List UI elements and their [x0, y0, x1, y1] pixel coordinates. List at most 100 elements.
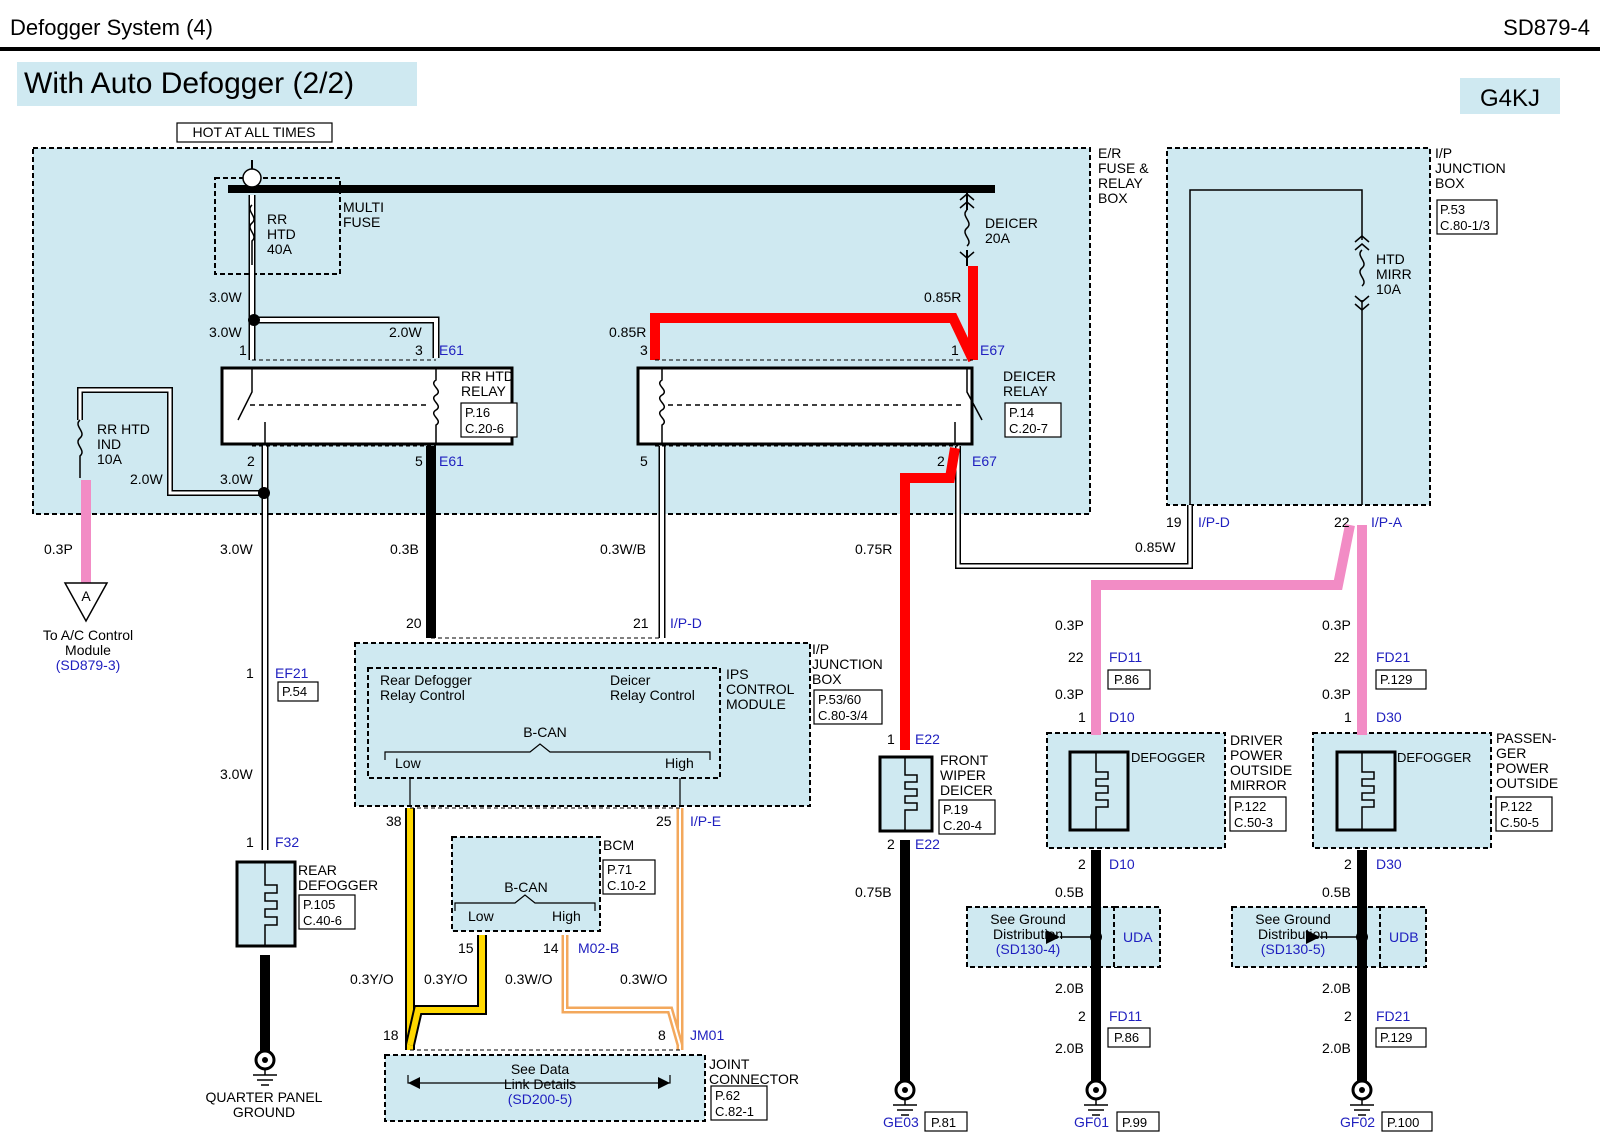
ground-dist-a-label: Distribution [993, 926, 1063, 942]
er-box-label: RELAY [1098, 175, 1144, 191]
joint-connector-box [384, 1054, 706, 1122]
pin-label: 1 [239, 342, 247, 358]
wire-label: 3.0W [209, 289, 242, 305]
ground-dist-a-label: See Ground [990, 911, 1066, 927]
ref-rear-defogger [298, 894, 356, 930]
ref-ips [813, 689, 883, 725]
wire-label: 0.85R [924, 289, 961, 305]
pin-label: 1 [951, 342, 959, 358]
connector-label: E22 [915, 836, 940, 852]
wire-label: 0.3W/O [620, 971, 668, 987]
passenger-mirror-label: PASSEN- [1496, 730, 1557, 746]
passenger-mirror-ref: P.122 [1500, 799, 1532, 814]
splice-rr-ind [258, 487, 270, 499]
ips-control-module [367, 667, 721, 779]
ips-module-label: CONTROL [726, 681, 795, 697]
er-box-label: BOX [1098, 190, 1128, 206]
ips-low-label: Low [395, 755, 422, 771]
passenger-mirror-label: POWER [1496, 760, 1549, 776]
connector-tie-lines [252, 359, 973, 1051]
wires [77, 160, 1367, 1090]
rear-defogger-ref: P.105 [303, 897, 335, 912]
joint-see-label: Link Details [504, 1076, 576, 1092]
ac-module-triangle-icon [63, 582, 109, 623]
wire-label: 3.0W [220, 766, 253, 782]
pin-label: 2 [937, 453, 945, 469]
engine-code: G4KJ [1480, 85, 1540, 112]
pin-label: 3 [415, 342, 423, 358]
diagram-code: SD879-4 [1503, 15, 1590, 40]
pin-label: 5 [415, 453, 423, 469]
gf02-label: GF02 [1340, 1114, 1375, 1130]
connector-ref: P.86 [1114, 672, 1139, 687]
joint-link-line [407, 1075, 671, 1084]
connector-label: F32 [275, 834, 299, 850]
subtitle: With Auto Defogger (2/2) [24, 67, 354, 100]
wire-label: 0.85R [609, 324, 646, 340]
udb-box [1379, 906, 1427, 968]
pin-label: 22 [1334, 514, 1350, 530]
multi-fuse-label: MULTI [343, 199, 384, 215]
ground-dist-b-label: See Ground [1255, 911, 1331, 927]
rear-defogger-label: REAR [298, 862, 337, 878]
wire-label: 0.3B [390, 541, 419, 557]
gf01-ref: P.99 [1122, 1115, 1147, 1130]
ips-box-label: JUNCTION [812, 656, 883, 672]
ground-dist-a-link[interactable]: (SD130-4) [996, 941, 1061, 957]
ge03-label: GE03 [883, 1114, 919, 1130]
joint-see-link[interactable]: (SD200-5) [508, 1091, 573, 1107]
wire-label: 3.0W [220, 471, 253, 487]
diagram-title: Defogger System (4) [10, 15, 213, 40]
ge03-ref: P.81 [931, 1115, 956, 1130]
quarter-ground-label: GROUND [233, 1104, 295, 1120]
pin-label: 8 [658, 1027, 666, 1043]
splice-udb [1356, 931, 1368, 943]
ips-bus-drops [409, 778, 681, 806]
uda-box [1113, 906, 1161, 968]
wire-label: 0.3Y/O [424, 971, 468, 987]
connector-label: E61 [439, 453, 464, 469]
driver-mirror-label: POWER [1230, 747, 1283, 763]
ips-ref: C.80-3/4 [818, 708, 868, 723]
connector-ref: P.129 [1380, 1030, 1412, 1045]
ref-driver-mirror [1229, 796, 1287, 832]
udb-label: UDB [1389, 929, 1419, 945]
ground-icon [1084, 1079, 1108, 1116]
connector-label: I/P-E [690, 813, 721, 829]
ac-module-link[interactable]: (SD879-3) [56, 657, 121, 673]
pin-label: 1 [246, 665, 254, 681]
ips-ref: P.53/60 [818, 692, 861, 707]
wire-label: 0.3W/B [600, 541, 646, 557]
bcm-ref: C.10-2 [607, 878, 646, 893]
joint-label: CONNECTOR [709, 1071, 799, 1087]
ip-box-ref: P.53 [1440, 202, 1465, 217]
bcm-high-label: High [552, 908, 581, 924]
er-box-label: E/R [1098, 145, 1121, 161]
passenger-defogger-label: DEFOGGER [1397, 750, 1471, 765]
wire-label: 0.3P [1322, 617, 1351, 633]
deicer-relay-ref: C.20-7 [1009, 421, 1048, 436]
uda-label: UDA [1123, 929, 1153, 945]
fuse-rr-htd-label: RR [267, 211, 287, 227]
fuse-rr-htd-label: HTD [267, 226, 296, 242]
ground-dist-b-link[interactable]: (SD130-5) [1261, 941, 1326, 957]
connector-label: M02-B [578, 940, 619, 956]
deicer-relay-label: RELAY [1003, 383, 1049, 399]
ips-deicer-control-label: Relay Control [610, 687, 695, 703]
fuse-rr-ind-label: IND [97, 436, 121, 452]
connector-label: D10 [1109, 856, 1135, 872]
fuse-htd-mirr-label: MIRR [1376, 266, 1412, 282]
engine-badge [1460, 78, 1560, 114]
bcm-bcan-label: B-CAN [504, 879, 548, 895]
fuse-rr-ind-label: RR HTD [97, 421, 150, 437]
deicer-relay-icon [636, 366, 974, 446]
ref-ip-top [1436, 199, 1498, 235]
connector-label: FD21 [1376, 1008, 1410, 1024]
ref-ge03 [924, 1111, 968, 1132]
pin-label: 2 [1078, 856, 1086, 872]
connector-label: I/P-A [1371, 514, 1403, 530]
pin-label: 22 [1334, 649, 1350, 665]
hot-label-box [176, 122, 333, 143]
wire-label: 0.5B [1055, 884, 1084, 900]
bcm-bcan-bracket [454, 894, 596, 911]
